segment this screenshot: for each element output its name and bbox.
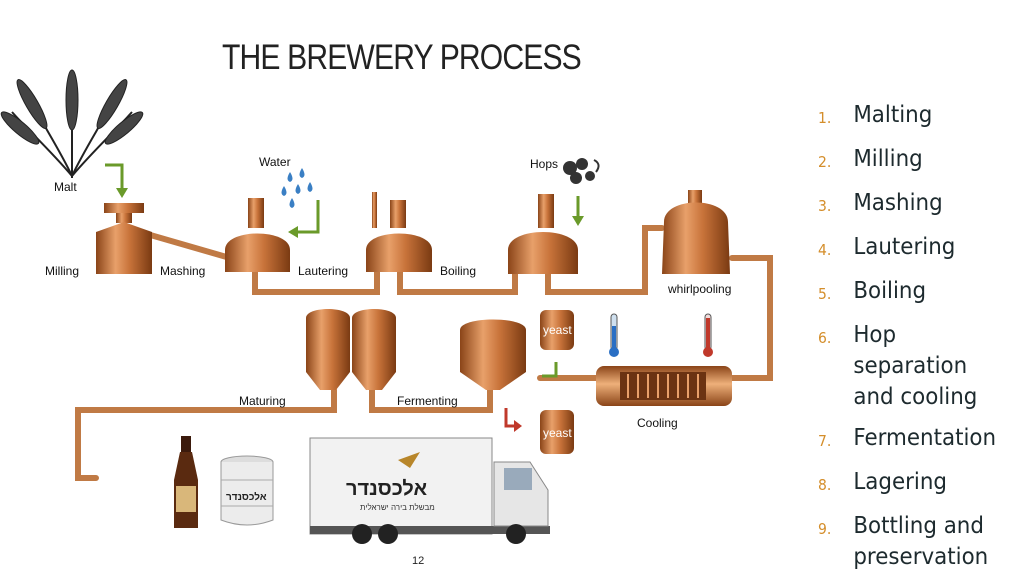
- step-number: 4.: [818, 241, 832, 259]
- step-text: Malting: [853, 102, 933, 128]
- step-item: 4. Lautering: [818, 232, 1004, 266]
- step-item: 9. Bottling and preservation: [818, 511, 1004, 573]
- step-item: 8. Lagering: [818, 467, 1004, 501]
- step-text: Bottling and preservation: [853, 513, 989, 570]
- label-cooling: Cooling: [637, 416, 678, 430]
- yeast-barrel-top: [540, 310, 574, 350]
- hops-icon: [563, 158, 600, 184]
- step-text: Fermentation: [853, 425, 997, 451]
- step-text: Milling: [853, 146, 923, 172]
- fermenting-tank: [460, 319, 526, 390]
- label-yeast-bottom: yeast: [543, 426, 572, 440]
- mashing-vessel: [225, 198, 290, 272]
- yeast-barrel-bottom: [540, 410, 574, 454]
- step-number: 6.: [818, 329, 832, 347]
- lautering-vessel: [366, 192, 432, 272]
- step-item: 3. Mashing: [818, 188, 1004, 222]
- step-number: 3.: [818, 197, 832, 215]
- step-item: 6. Hop separation and cooling: [818, 320, 1004, 413]
- delivery-truck-icon: [309, 437, 550, 544]
- step-item: 7. Fermentation: [818, 423, 1004, 457]
- step-item: 2. Milling: [818, 144, 1004, 178]
- brewery-diagram: [0, 69, 773, 544]
- step-number: 5.: [818, 285, 832, 303]
- pipe-network: [75, 225, 773, 481]
- label-hops: Hops: [530, 157, 559, 171]
- step-text: Mashing: [853, 190, 943, 216]
- thermometer-hot-icon: [703, 313, 713, 357]
- water-drops-icon: [281, 168, 313, 208]
- step-number: 9.: [818, 520, 832, 538]
- truck-subtitle-text: מבשלת בירה ישראלית: [360, 503, 435, 512]
- label-malt: Malt: [54, 180, 77, 194]
- keg-brand-text: אלכסנדר: [226, 492, 267, 503]
- step-number: 2.: [818, 153, 832, 171]
- label-whirlpooling: whirlpooling: [668, 282, 732, 296]
- maturing-tanks: [306, 309, 396, 390]
- label-yeast-top: yeast: [543, 323, 572, 337]
- step-text: Boiling: [853, 278, 927, 304]
- page-number: 12: [412, 555, 425, 567]
- label-mashing: Mashing: [160, 264, 206, 278]
- keg-icon: [220, 455, 274, 526]
- cooler-heat-exchanger: [596, 366, 732, 406]
- label-lautering: Lautering: [298, 264, 349, 278]
- truck-brand-text: אלכסנדר: [346, 478, 428, 500]
- step-number: 1.: [818, 109, 832, 127]
- step-text: Lagering: [853, 469, 947, 495]
- label-water: Water: [259, 155, 291, 169]
- step-text: Hop separation and cooling: [853, 322, 978, 410]
- label-maturing: Maturing: [239, 394, 286, 408]
- beer-bottle-icon: [174, 436, 198, 528]
- step-text: Lautering: [853, 234, 956, 260]
- thermometer-cold-icon: [609, 313, 619, 357]
- step-number: 7.: [818, 432, 832, 450]
- process-steps-list: 1. Malting 2. Milling 3. Mashing 4. Lauterin…: [818, 100, 1018, 583]
- whirlpool-vessel: [662, 190, 730, 274]
- boiling-vessel: [508, 194, 578, 274]
- malt-wheat-icon: [0, 69, 144, 178]
- step-item: 1. Malting: [818, 100, 1004, 134]
- label-boiling: Boiling: [440, 264, 477, 278]
- label-milling: Milling: [45, 264, 80, 278]
- milling-vessel: [96, 203, 152, 274]
- label-fermenting: Fermenting: [397, 394, 458, 408]
- step-item: 5. Boiling: [818, 276, 1004, 310]
- step-number: 8.: [818, 476, 832, 494]
- page-title: THE BREWERY PROCESS: [222, 38, 582, 77]
